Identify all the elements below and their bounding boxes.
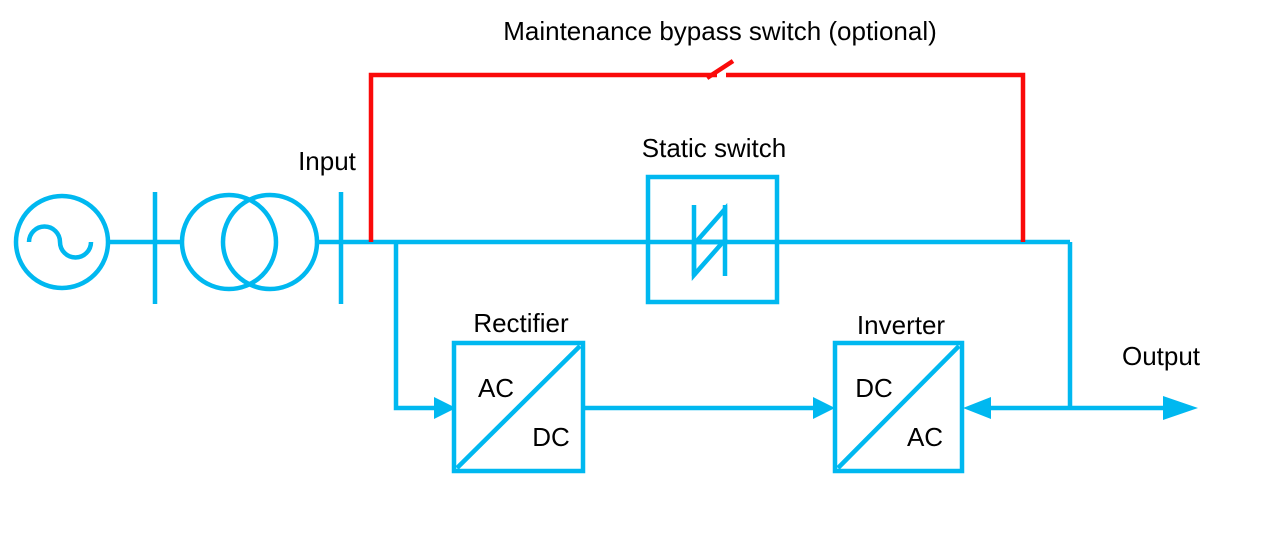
rectifier-diagonal	[455, 344, 582, 470]
inverter-diagonal	[836, 344, 961, 470]
rectifier-block: Rectifier AC DC	[451, 308, 586, 474]
sine-wave-icon	[26, 224, 94, 260]
rectifier-label: Rectifier	[473, 308, 569, 338]
output-label: Output	[1122, 341, 1201, 371]
bypass-switch-blade-icon	[705, 59, 735, 80]
inverter-dc-label: DC	[855, 373, 893, 403]
output-arrowhead	[1163, 396, 1198, 420]
bypass-line-left	[368, 72, 717, 242]
ac-source-icon	[13, 193, 111, 291]
inverter-output-arrowhead	[963, 397, 991, 419]
inverter-block: Inverter DC AC	[832, 310, 965, 474]
inverter-label: Inverter	[857, 310, 945, 340]
triac-upper-triangle	[691, 203, 728, 245]
bypass-line-right	[726, 72, 1026, 242]
triac-lower-triangle	[691, 239, 728, 281]
triac-icon	[691, 203, 728, 281]
inverter-input-arrowhead	[813, 397, 835, 419]
transformer-icon	[179, 192, 320, 292]
transformer-secondary-circle	[220, 192, 320, 292]
static-switch-label: Static switch	[642, 133, 787, 163]
static-switch-box	[645, 174, 780, 305]
transformer-primary-circle	[179, 192, 279, 292]
rectifier-dc-label: DC	[532, 422, 570, 452]
rectifier-input-arrowhead	[434, 397, 456, 419]
input-label: Input	[298, 146, 357, 176]
rectifier-feed-line	[393, 242, 436, 411]
maintenance-bypass-path	[368, 59, 1026, 242]
rectifier-ac-label: AC	[478, 373, 514, 403]
inverter-ac-label: AC	[907, 422, 943, 452]
static-switch-block: Static switch	[642, 133, 787, 305]
inverter-box	[832, 340, 965, 474]
bypass-title-label: Maintenance bypass switch (optional)	[503, 16, 937, 46]
